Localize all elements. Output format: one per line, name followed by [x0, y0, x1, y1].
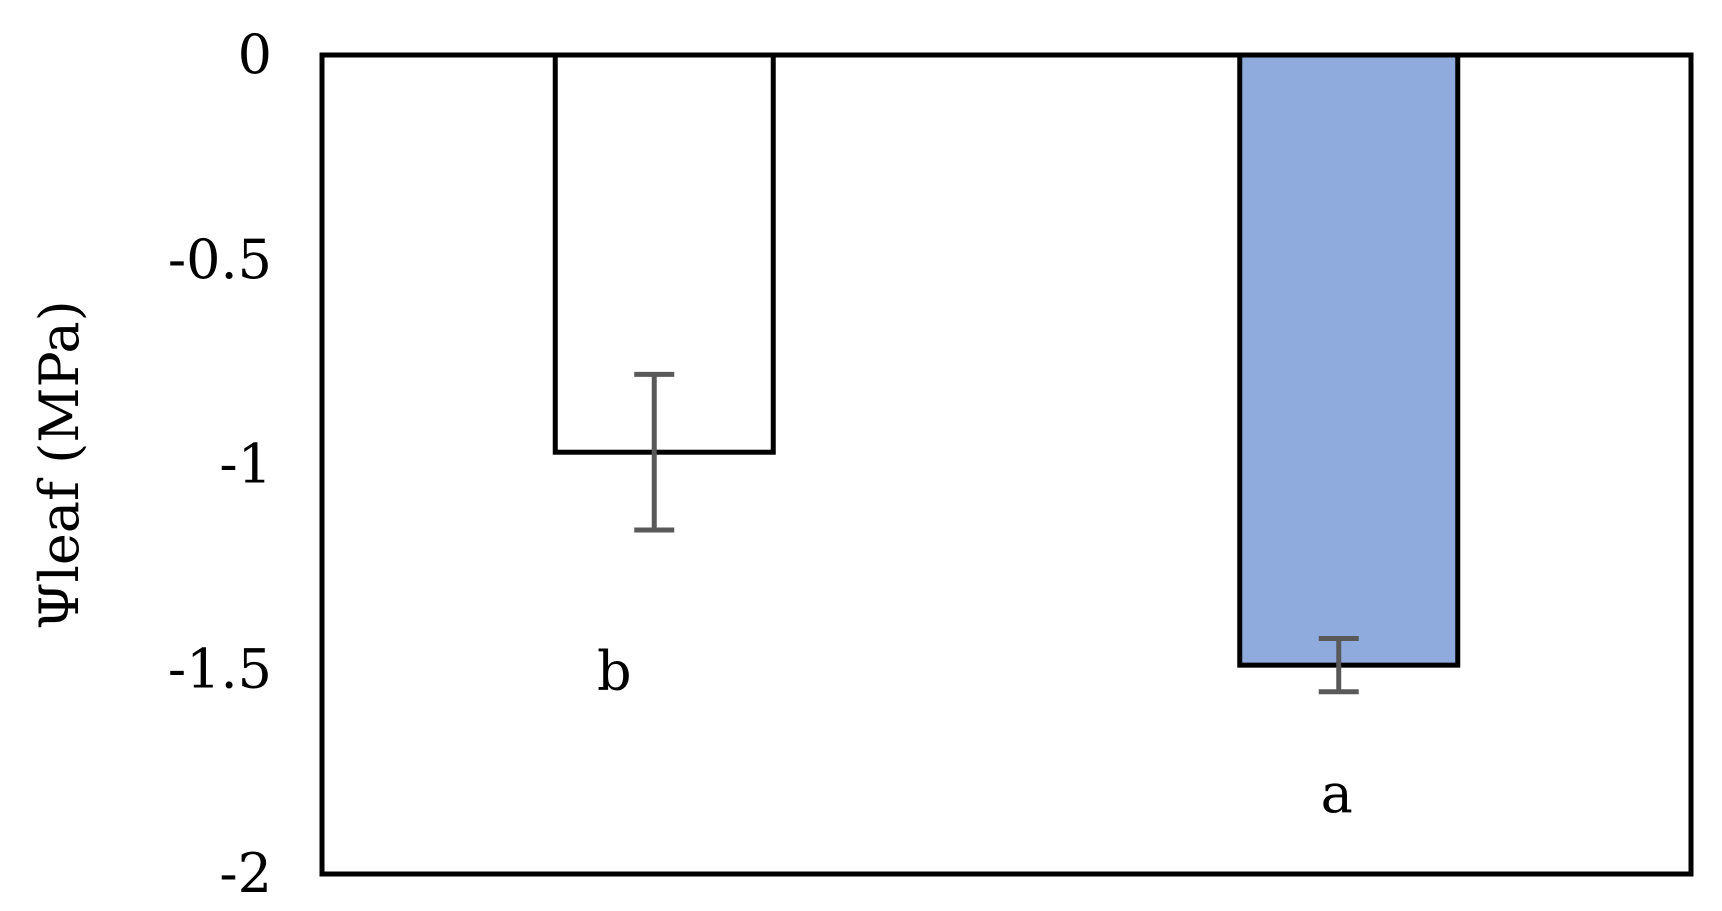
significance-letter: a — [1321, 762, 1353, 825]
bar — [552, 52, 776, 455]
significance-letter: b — [597, 639, 632, 702]
y-axis-label: Ψleaf (MPa) — [28, 300, 91, 629]
y-tick-label: -1 — [219, 433, 272, 496]
bars — [552, 52, 1461, 668]
plot-area-frame — [319, 52, 1694, 877]
y-axis-ticks: 0 -0.5 -1 -1.5 -2 — [168, 23, 272, 905]
y-tick-label: 0 — [238, 23, 272, 86]
y-tick-label: -1.5 — [168, 637, 272, 700]
error-bars — [634, 371, 1359, 695]
error-bar — [1318, 636, 1359, 695]
y-tick-label: -0.5 — [168, 228, 272, 291]
y-tick-label: -2 — [219, 842, 272, 905]
bar — [1237, 52, 1461, 668]
error-bar — [634, 371, 675, 533]
significance-labels: ba — [597, 639, 1353, 825]
